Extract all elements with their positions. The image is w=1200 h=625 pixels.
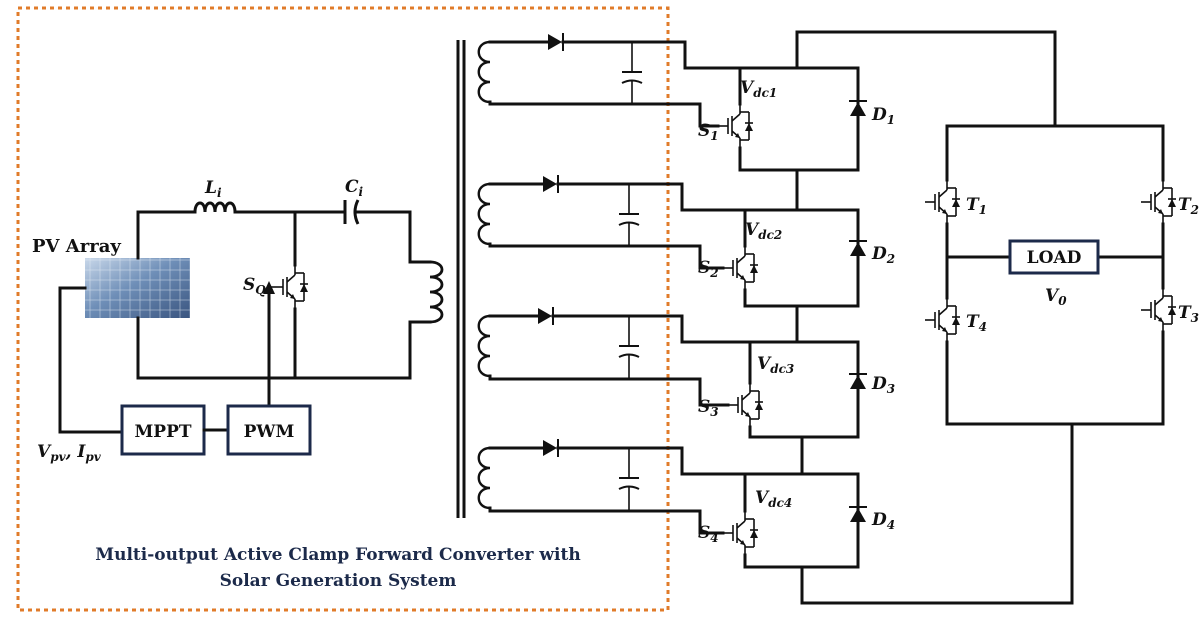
svg-text:D4: D4 (871, 510, 895, 532)
t1-label: T1 (966, 195, 987, 217)
caption-line-1: Multi-output Active Clamp Forward Conver… (95, 545, 580, 565)
load-label: LOAD (1027, 248, 1082, 268)
v0-label: V0 (1045, 286, 1067, 308)
output-stage-2 (477, 173, 868, 308)
t2-label: T2 (1178, 195, 1199, 217)
t3-label: T3 (1178, 303, 1199, 325)
svg-text:Vdc1: Vdc1 (740, 78, 777, 100)
load-block (1008, 239, 1100, 275)
capacitor-label: Ci (345, 177, 364, 199)
inductor-li (193, 201, 237, 213)
mppt-block (120, 404, 206, 456)
svg-text:Vdc2: Vdc2 (745, 220, 782, 242)
switch-sq-label: SQ (243, 275, 266, 297)
pwm-label: PWM (244, 422, 295, 442)
dashed-boundary (16, 6, 670, 612)
pv-array-label: PV Array (32, 236, 121, 257)
primary-coil (429, 260, 444, 324)
pwm-block (226, 404, 312, 456)
caption-line-2: Solar Generation System (220, 571, 457, 591)
svg-text:Vdc3: Vdc3 (757, 354, 794, 376)
output-stage-1 (477, 31, 868, 172)
svg-text:S2: S2 (698, 258, 719, 280)
svg-text:Vdc4: Vdc4 (755, 488, 792, 510)
inductor-label: Li (204, 178, 222, 200)
vpv-ipv-label: Vpv, Ipv (37, 442, 102, 464)
output-stage-4 (477, 437, 868, 569)
svg-text:D2: D2 (871, 244, 895, 266)
output-stage-3 (477, 305, 868, 439)
svg-text:S3: S3 (698, 397, 719, 419)
svg-text:S4: S4 (698, 523, 719, 545)
mppt-label: MPPT (134, 422, 191, 442)
h-bridge: LOAD (924, 124, 1177, 426)
svg-text:S1: S1 (698, 121, 719, 143)
svg-text:D1: D1 (871, 105, 895, 127)
svg-text:D3: D3 (871, 374, 895, 396)
t4-label: T4 (966, 312, 987, 334)
